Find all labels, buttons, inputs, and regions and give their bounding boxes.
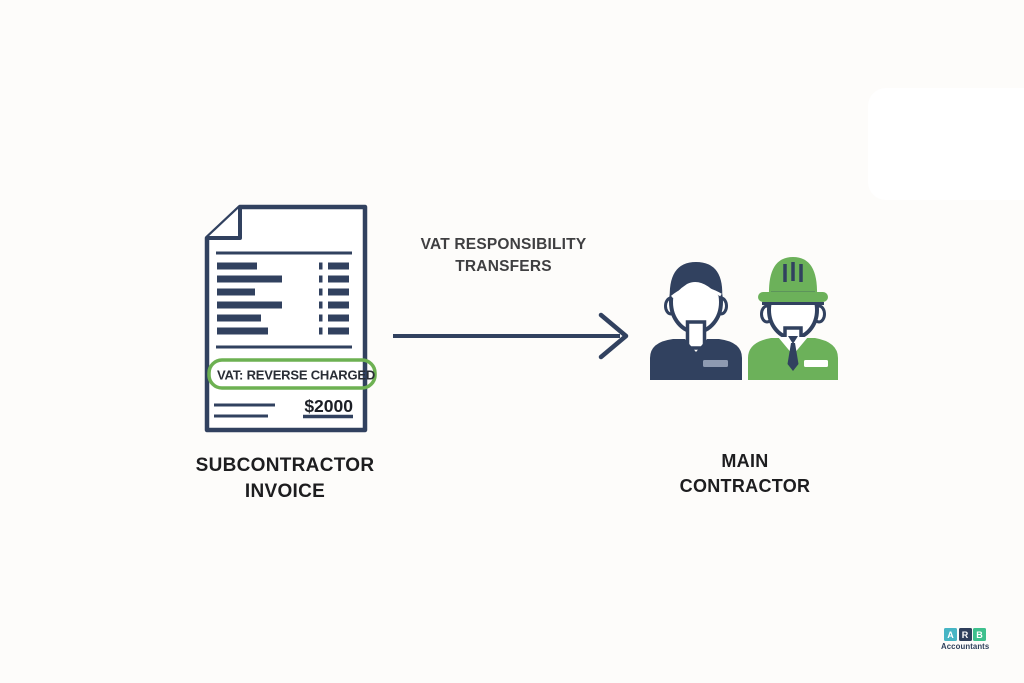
invoice-footer-lines xyxy=(214,403,275,418)
logo-letter-r: R xyxy=(958,628,972,641)
logo-letter-a: A xyxy=(944,628,957,641)
background-card xyxy=(868,88,1024,200)
logo-letter-b: B xyxy=(973,628,986,641)
tie-icon xyxy=(787,336,799,371)
invoice-line-items xyxy=(217,262,282,335)
logo-subtitle: Accountants xyxy=(941,642,990,651)
main-contractor-people-icon xyxy=(650,257,838,380)
contractor-person-icon xyxy=(748,257,838,380)
main-contractor-label: MAIN CONTRACTOR xyxy=(679,451,811,496)
invoice-amount: $2000 xyxy=(304,396,353,416)
worker-badge xyxy=(703,360,728,367)
subcontractor-invoice-label: SUBCONTRACTOR INVOICE xyxy=(195,455,375,502)
invoice-document-icon: VAT: REVERSE CHARGED $2000 xyxy=(204,204,377,433)
contractor-badge xyxy=(804,360,828,367)
hard-hat-icon xyxy=(758,257,828,305)
arrow-label: VAT RESPONSIBILITY TRANSFERS xyxy=(420,236,587,275)
vat-highlight-ring xyxy=(207,358,377,390)
logo-letter-squares: A R B xyxy=(941,628,989,641)
vat-stamp-text: VAT: REVERSE CHARGED xyxy=(217,368,375,383)
invoice-amounts-column xyxy=(319,262,349,335)
arb-accountants-logo: A R B Accountants xyxy=(941,628,989,651)
worker-body xyxy=(650,339,742,380)
worker-hair xyxy=(669,262,723,302)
worker-person-icon xyxy=(650,262,742,380)
transfer-arrow-icon xyxy=(393,312,629,360)
